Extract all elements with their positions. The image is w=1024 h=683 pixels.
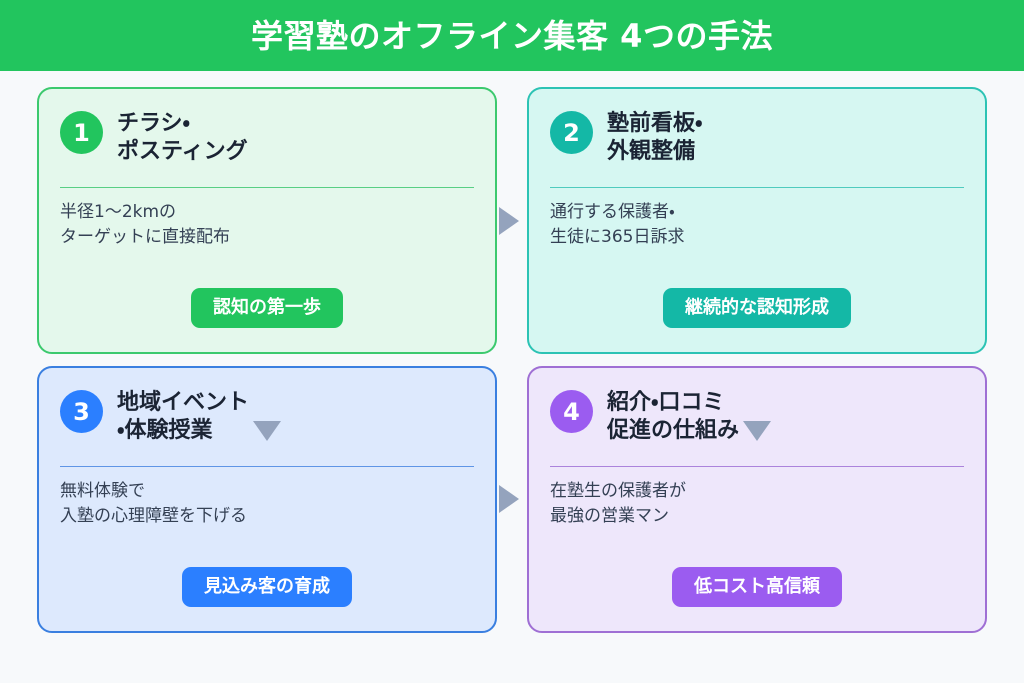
arrow-down-icon-card1-to-card3: [253, 421, 281, 441]
method-card-2: 2 塾前看板・ 外観整備 通行する保護者・ 生徒に365日訴求 継続的な認知形成: [527, 87, 987, 354]
card-2-title: 塾前看板・ 外観整備: [607, 111, 703, 164]
card-3-tag-badge: 見込み客の育成: [182, 567, 352, 607]
card-2-body: 通行する保護者・ 生徒に365日訴求: [550, 202, 685, 247]
card-2-divider: [550, 187, 964, 188]
card-grid: 1 チラシ・ ポスティング 半径1〜2kmの ターゲットに直接配布 認知の第一歩…: [0, 71, 1024, 683]
page-title: 学習塾のオフライン集客 4つの手法: [251, 16, 773, 55]
card-1-divider: [60, 187, 474, 188]
method-card-1: 1 チラシ・ ポスティング 半径1〜2kmの ターゲットに直接配布 認知の第一歩: [37, 87, 497, 354]
card-4-header: 4 紹介・口コミ 促進の仕組み: [550, 388, 964, 456]
step-number-badge-2: 2: [550, 111, 593, 154]
card-1-tag-badge: 認知の第一歩: [191, 288, 343, 328]
step-number-badge-3: 3: [60, 390, 103, 433]
card-4-tag-badge: 低コスト高信頼: [672, 567, 842, 607]
card-2-tag-badge: 継続的な認知形成: [663, 288, 851, 328]
step-number-badge-4: 4: [550, 390, 593, 433]
card-2-header: 2 塾前看板・ 外観整備: [550, 109, 964, 177]
method-card-3: 3 地域イベント ・体験授業 無料体験で 入塾の心理障壁を下げる 見込み客の育成: [37, 366, 497, 633]
card-3-title: 地域イベント ・体験授業: [117, 390, 250, 443]
method-card-4: 4 紹介・口コミ 促進の仕組み 在塾生の保護者が 最強の営業マン 低コスト高信頼: [527, 366, 987, 633]
arrow-right-icon-card1-to-card2: [499, 207, 519, 235]
card-1-pill-row: 認知の第一歩: [60, 288, 474, 328]
card-3-body: 無料体験で 入塾の心理障壁を下げる: [60, 481, 247, 526]
step-number-badge-1: 1: [60, 111, 103, 154]
arrow-down-icon-card2-to-card4: [743, 421, 771, 441]
card-1-header: 1 チラシ・ ポスティング: [60, 109, 474, 177]
card-4-pill-row: 低コスト高信頼: [550, 567, 964, 607]
card-4-divider: [550, 466, 964, 467]
card-4-body: 在塾生の保護者が 最強の営業マン: [550, 481, 686, 526]
card-2-pill-row: 継続的な認知形成: [550, 288, 964, 328]
card-1-title: チラシ・ ポスティング: [117, 111, 248, 164]
card-3-divider: [60, 466, 474, 467]
card-3-pill-row: 見込み客の育成: [60, 567, 474, 607]
arrow-right-icon-card3-to-card4: [499, 485, 519, 513]
card-3-header: 3 地域イベント ・体験授業: [60, 388, 474, 456]
card-1-body: 半径1〜2kmの ターゲットに直接配布: [60, 202, 230, 247]
header-band: 学習塾のオフライン集客 4つの手法: [0, 0, 1024, 71]
card-4-title: 紹介・口コミ 促進の仕組み: [607, 390, 740, 443]
